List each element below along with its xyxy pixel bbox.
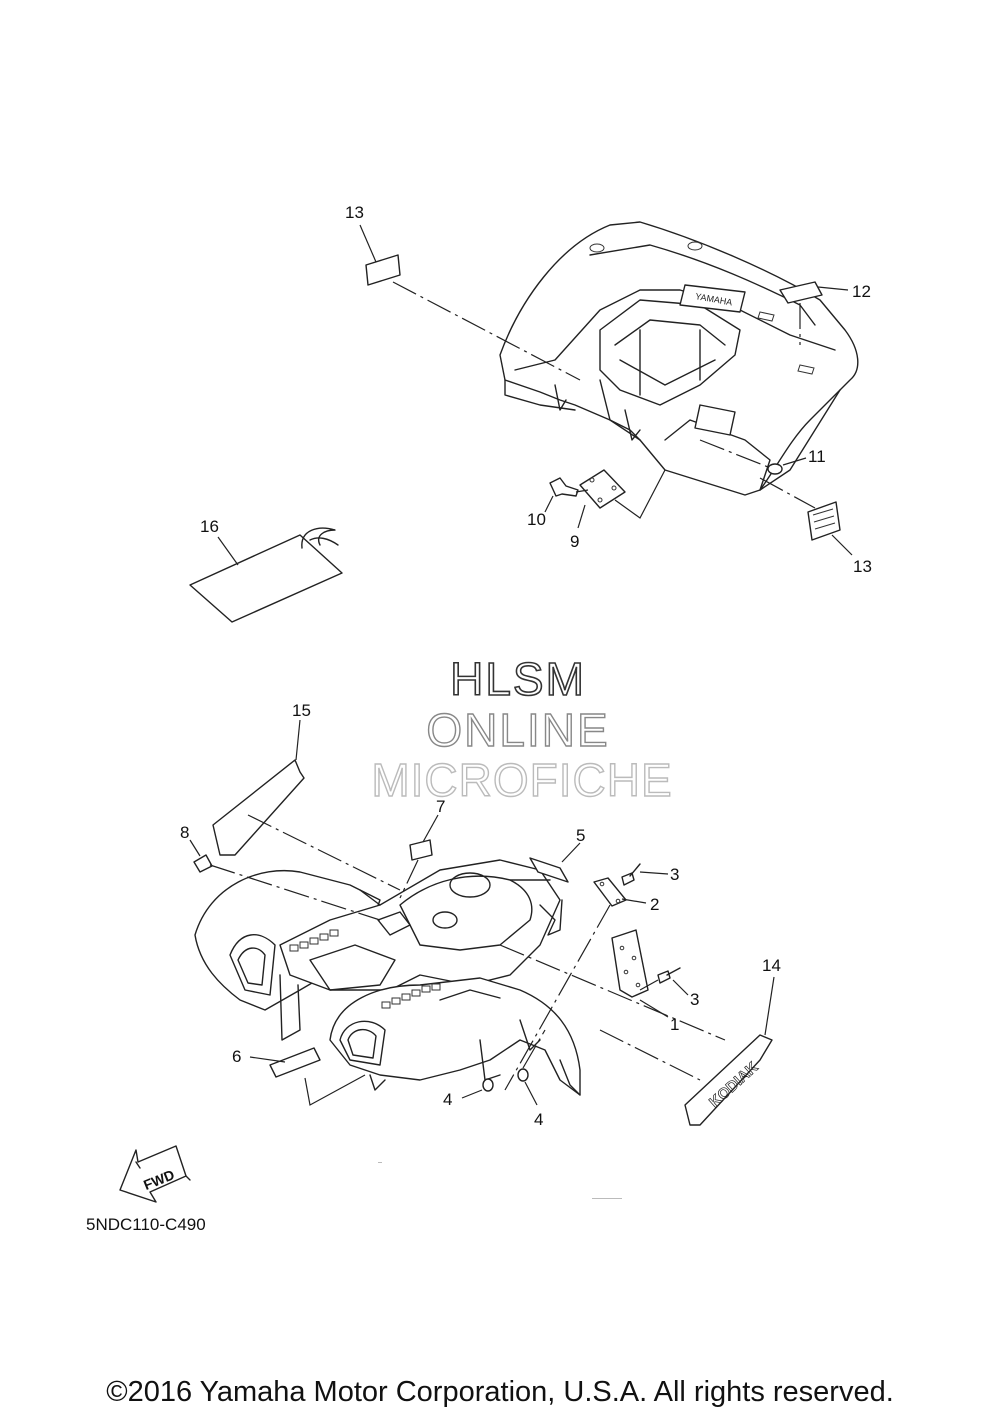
rivet-10[interactable] [549,477,589,497]
watermark-line2: ONLINE [426,704,609,756]
callout-11: 11 [808,447,826,466]
emblem-8[interactable] [193,854,381,921]
callout-5: 5 [576,826,585,845]
fwd-arrow-icon: FWD [119,1145,191,1203]
label-13-top[interactable] [365,254,581,381]
callout-2: 2 [650,895,659,914]
callout-12: 12 [852,282,871,301]
callout-13-right: 13 [853,557,872,576]
callout-10: 10 [527,510,546,529]
callout-4-left: 4 [443,1090,452,1109]
callout-16: 16 [200,517,219,536]
grommet-4-right[interactable] [517,1029,546,1082]
plate-2[interactable] [593,877,627,907]
grommet-4-left[interactable] [482,1078,494,1092]
callout-7: 7 [436,797,445,816]
label-13-right[interactable] [759,477,841,541]
callout-1: 1 [670,1015,679,1034]
callout-15: 15 [292,701,311,720]
callout-3-lower: 3 [690,990,699,1009]
rivet-3-top[interactable] [621,863,641,886]
decal-15[interactable] [212,759,401,891]
rear-fender[interactable]: YAMAHA [499,221,859,496]
grommet-11[interactable] [699,439,783,475]
callout-13-top: 13 [345,203,364,222]
diagram-code: 5NDC110-C490 [86,1215,206,1234]
panel-1[interactable] [499,904,726,1091]
watermark-line1: HLSM [450,653,586,705]
callout-14: 14 [762,956,781,975]
label-12[interactable] [779,281,823,345]
callout-9: 9 [570,532,579,551]
rivet-3-lower[interactable] [639,967,681,991]
label-6[interactable] [269,1047,366,1106]
callout-4-right: 4 [534,1110,543,1129]
label-5[interactable] [529,857,569,883]
watermark: HLSM ONLINE MICROFICHE [371,652,673,807]
plate-9[interactable] [579,469,666,519]
callout-3-top: 3 [670,865,679,884]
decal-14-kodiak[interactable]: KODIAK [599,1029,773,1126]
callout-6: 6 [232,1047,241,1066]
scan-specks [378,1162,622,1199]
watermark-line3: MICROFICHE [371,754,672,806]
copyright-notice: ©2016 Yamaha Motor Corporation, U.S.A. A… [106,1376,894,1408]
callout-8: 8 [180,823,189,842]
tag-16[interactable] [189,527,343,623]
